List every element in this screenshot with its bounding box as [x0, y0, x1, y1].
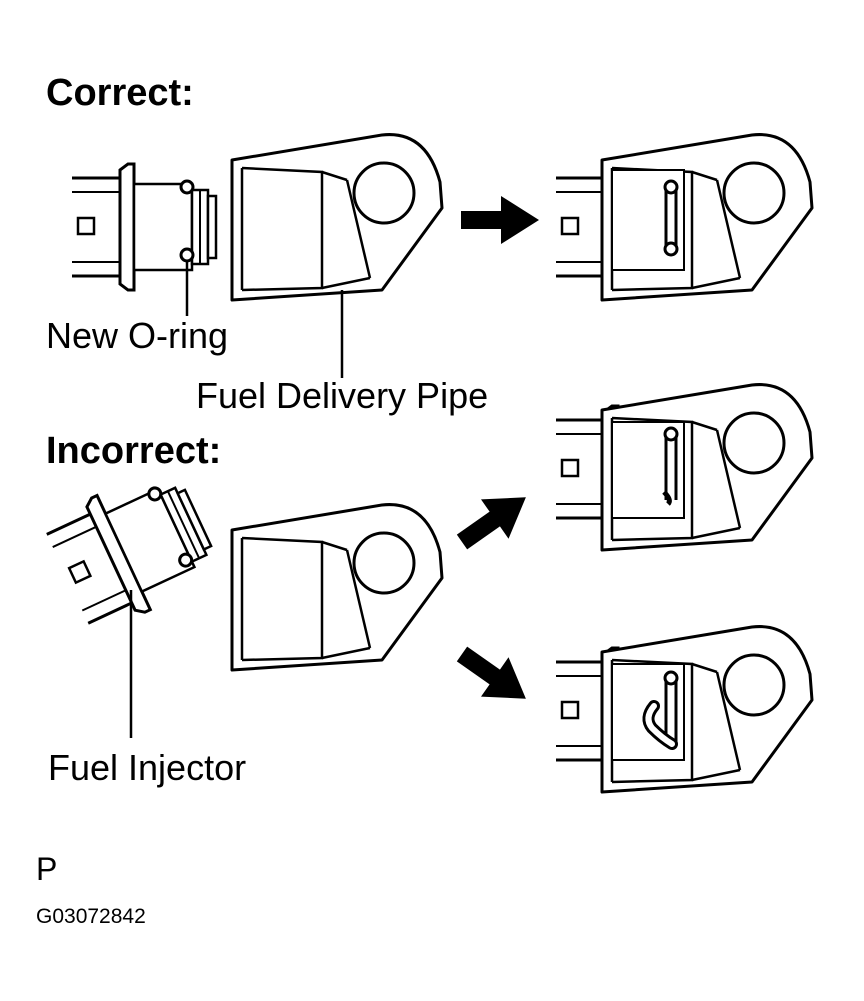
arrow-incorrect-up	[448, 477, 540, 562]
arrow-correct	[461, 196, 539, 244]
correct-result-assembly	[554, 133, 814, 302]
fuel-delivery-pipe-label: Fuel Delivery Pipe	[196, 375, 489, 416]
arrow-incorrect-down	[448, 634, 540, 719]
fuel-injector-label: Fuel Injector	[48, 747, 247, 788]
page-letter: P	[36, 851, 58, 887]
correct-pipe-socket	[230, 133, 444, 302]
figure-code: G03072842	[36, 905, 146, 928]
correct-injector	[70, 162, 218, 292]
correct-heading: Correct:	[46, 72, 194, 114]
incorrect-pipe-socket	[230, 503, 444, 672]
incorrect-result-twisted-oring	[554, 625, 814, 794]
incorrect-result-pinched-oring	[554, 383, 814, 552]
incorrect-heading: Incorrect:	[46, 430, 222, 472]
new-o-ring-label: New O-ring	[46, 315, 229, 356]
incorrect-injector-tilted	[39, 459, 227, 638]
